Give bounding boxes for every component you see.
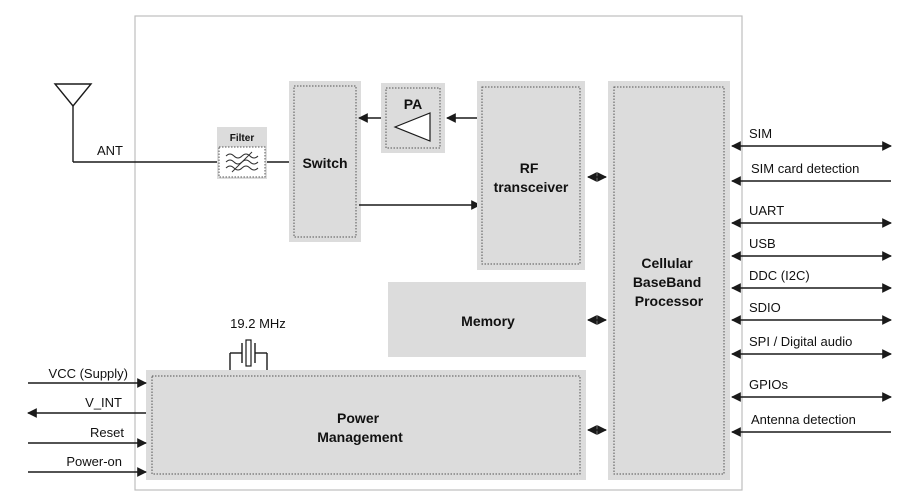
usb-label: USB	[749, 236, 776, 251]
filter-block: Filter	[217, 127, 267, 179]
baseband-processor-block: Cellular BaseBand Processor	[608, 81, 730, 480]
power-label: Power Management	[317, 410, 403, 445]
vcc-label: VCC (Supply)	[49, 366, 128, 381]
pa-block: PA	[381, 83, 445, 153]
crystal-icon	[229, 339, 268, 370]
baseband-label-line-2: BaseBand	[633, 274, 701, 290]
poweron-label: Power-on	[66, 454, 122, 469]
pa-label: PA	[404, 96, 422, 112]
memory-block: Memory	[388, 282, 586, 357]
spi-label: SPI / Digital audio	[749, 334, 852, 349]
filter-icon	[225, 151, 259, 173]
ddc-label: DDC (I2C)	[749, 268, 810, 283]
gpio-label: GPIOs	[749, 377, 789, 392]
amplifier-icon	[393, 112, 431, 142]
switch-label: Switch	[302, 155, 347, 171]
rf-label-line-2: transceiver	[494, 179, 569, 195]
antenna-label: ANT	[97, 143, 123, 158]
sim-label: SIM	[749, 126, 772, 141]
baseband-label-line-3: Processor	[635, 293, 704, 309]
reset-label: Reset	[90, 425, 124, 440]
antenna-icon	[53, 83, 93, 162]
power-label-line-1: Power	[337, 410, 380, 426]
ant-detect-label: Antenna detection	[751, 412, 856, 427]
power-management-block: Power Management	[146, 370, 586, 480]
baseband-label-line-1: Cellular	[641, 255, 693, 271]
rf-label-line-1: RF	[520, 160, 539, 176]
sdio-label: SDIO	[749, 300, 781, 315]
filter-label: Filter	[230, 133, 255, 144]
uart-label: UART	[749, 203, 784, 218]
baseband-label: Cellular BaseBand Processor	[633, 255, 705, 309]
crystal-label: 19.2 MHz	[230, 316, 286, 331]
vint-label: V_INT	[85, 395, 122, 410]
rf-transceiver-block: RF transceiver	[477, 81, 585, 270]
switch-block: Switch	[289, 81, 361, 242]
memory-label: Memory	[461, 313, 515, 329]
sim-detect-label: SIM card detection	[751, 161, 859, 176]
rf-label: RF transceiver	[494, 160, 569, 195]
power-label-line-2: Management	[317, 429, 403, 445]
